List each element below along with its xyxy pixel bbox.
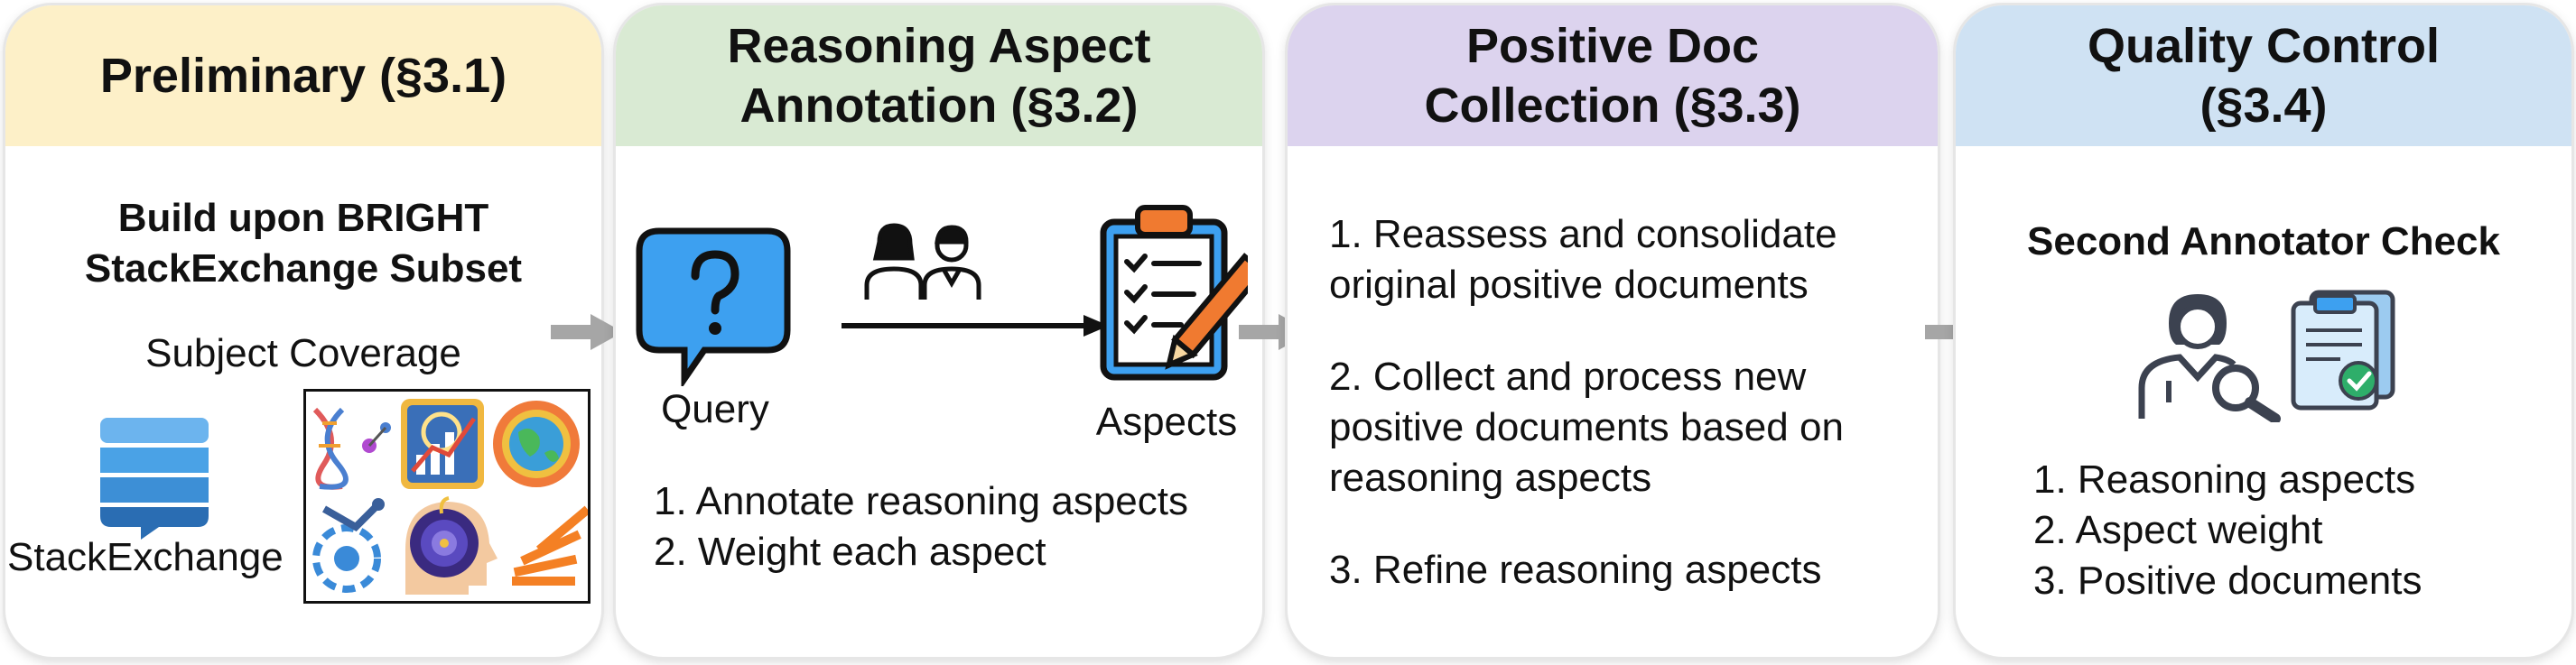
panel-3-step-1: 1. Reassess and consolidate original pos… <box>1329 209 1837 310</box>
panel-3-title-line-2: Collection (§3.3) <box>1424 79 1801 133</box>
panel-1-heading-line-2: StackExchange Subset <box>84 246 523 291</box>
aspects-label: Aspects <box>1095 400 1238 444</box>
psychology-mind-icon <box>405 496 498 595</box>
panel-4-title-line-1: Quality Control <box>2088 19 2440 73</box>
panel-1-heading-line-1: Build upon BRIGHT <box>117 196 489 240</box>
panel-2-step-1: 1. Annotate reasoning aspects <box>654 479 1188 523</box>
panel-positive-doc-collection: Positive Doc Collection (§3.3) 1. Reasse… <box>1288 5 1938 657</box>
annotation-arrow-icon <box>842 315 1109 337</box>
panel-3-step-2-line-3: reasoning aspects <box>1329 456 1652 500</box>
panel-4-header: Quality Control (§3.4) <box>1956 5 2571 146</box>
panel-3-header: Positive Doc Collection (§3.3) <box>1288 5 1938 146</box>
earth-science-icon <box>493 401 580 487</box>
panel-3-step-1-line-2: original positive documents <box>1329 263 1809 307</box>
doctor-magnifier-icon <box>2138 294 2281 422</box>
panel-preliminary: Preliminary (§3.1) Build upon BRIGHT Sta… <box>5 5 601 657</box>
panel-1-heading: Build upon BRIGHT StackExchange Subset <box>5 193 601 294</box>
panel-2-title-line-2: Annotation (§3.2) <box>739 79 1139 133</box>
flow-arrow-1-icon <box>551 314 623 350</box>
subject-icons-box <box>303 389 591 604</box>
stackexchange-label: StackExchange <box>7 535 284 579</box>
panel-reasoning-aspect-annotation: Reasoning Aspect Annotation (§3.2) Query <box>616 5 1262 657</box>
panel-1-title-line-1: Preliminary (§3.1) <box>99 49 507 103</box>
panel-2-header: Reasoning Aspect Annotation (§3.2) <box>616 5 1262 146</box>
stackexchange-logo <box>100 418 209 540</box>
panel-4-steps: 1. Reasoning aspects 2. Aspect weight 3.… <box>2033 455 2422 606</box>
panel-4-title-line-2: (§3.4) <box>2199 79 2328 133</box>
panel-4-step-3: 3. Positive documents <box>2033 559 2423 603</box>
clipboard-checklist-icon <box>1100 205 1248 381</box>
panel-2-steps: 1. Annotate reasoning aspects 2. Weight … <box>654 476 1188 577</box>
documents-check-icon <box>2291 290 2395 411</box>
panel-3-step-1-line-1: 1. Reassess and consolidate <box>1329 212 1837 256</box>
panel-3-step-2: 2. Collect and process new positive docu… <box>1329 352 1844 503</box>
panel-4-heading: Second Annotator Check <box>2027 219 2500 263</box>
economics-chart-icon <box>401 399 484 489</box>
annotators-icon <box>864 223 981 300</box>
panel-3-step-3: 3. Refine reasoning aspects <box>1329 548 1822 592</box>
panel-2-step-2: 2. Weight each aspect <box>654 530 1046 574</box>
query-label: Query <box>661 387 769 431</box>
panel-4-step-2: 2. Aspect weight <box>2033 508 2323 552</box>
panel-1-subheading: Subject Coverage <box>145 331 461 375</box>
panel-3-title-line-1: Positive Doc <box>1465 19 1760 73</box>
robotics-icon <box>312 498 385 593</box>
panel-3-step-2-line-2: positive documents based on <box>1329 405 1844 449</box>
question-bubble-icon <box>636 227 791 386</box>
panel-4-step-1: 1. Reasoning aspects <box>2033 457 2416 502</box>
panel-1-header: Preliminary (§3.1) <box>5 5 601 146</box>
stack-overflow-icon <box>512 505 591 586</box>
panel-quality-control: Quality Control (§3.4) Second Annotator … <box>1956 5 2571 657</box>
panel-2-title-line-1: Reasoning Aspect <box>727 19 1151 73</box>
biology-dna-icon <box>312 407 391 490</box>
panel-3-step-2-line-1: 2. Collect and process new <box>1329 355 1807 399</box>
